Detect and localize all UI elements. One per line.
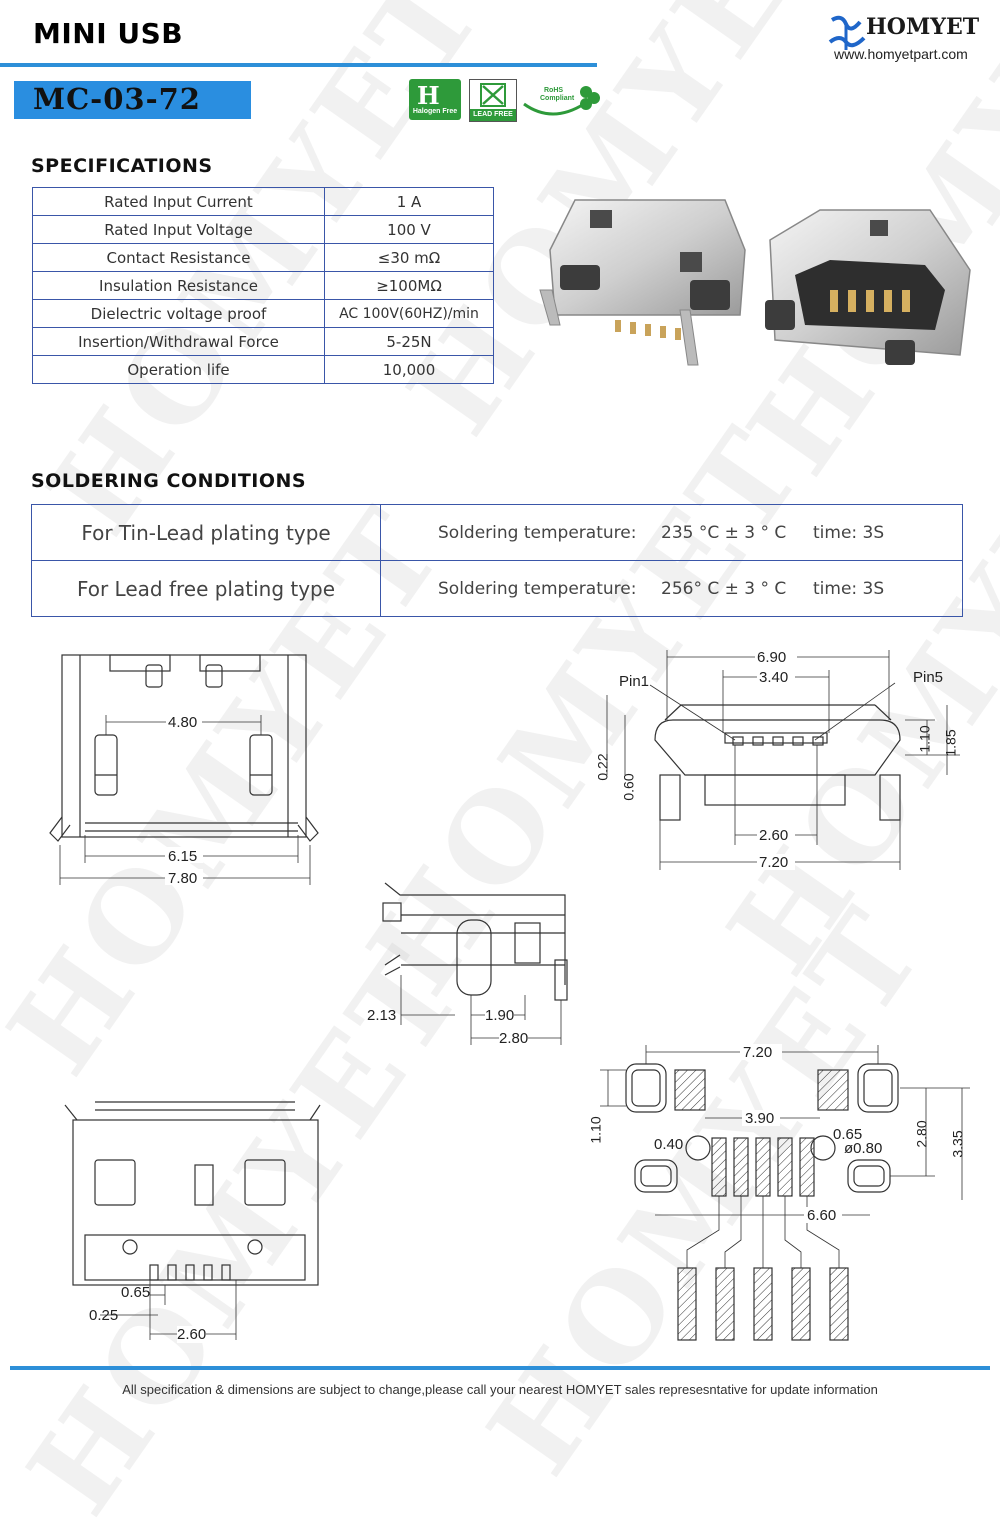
table-row: For Lead free plating type Soldering tem… (31, 560, 963, 617)
front-view-drawing: 6.90 3.40 Pin1 Pin5 2.60 7.20 0.22 0.60 … (595, 645, 975, 875)
spec-value: 100 V (324, 215, 494, 244)
soldering-value: Soldering temperature: 235 °C ± 3 ° C time… (380, 504, 963, 561)
model-number: MC-03-72 (33, 82, 201, 116)
dimension-label: 1.85 (942, 729, 959, 757)
spec-name: Operation life (32, 355, 325, 384)
dimension-label: 0.25 (89, 1307, 119, 1324)
dimension-label: 7.20 (759, 854, 789, 871)
dimension-label: 2.13 (367, 1007, 397, 1024)
dimension-label: ø0.80 (844, 1140, 883, 1157)
halogen-free-icon: H (417, 81, 440, 110)
table-row: Insulation Resistance≥100MΩ (32, 271, 494, 300)
dimension-label: 1.10 (587, 1116, 604, 1144)
dimension-label: 7.20 (743, 1044, 773, 1061)
soldering-temp: 256° C ± 3 ° C (661, 578, 787, 599)
dimension-label: 7.80 (168, 870, 198, 887)
lead-free-label: LEAD FREE (470, 109, 516, 121)
spec-name: Contact Resistance (32, 243, 325, 272)
dimension-label: 2.80 (913, 1120, 930, 1148)
spec-name: Insertion/Withdrawal Force (32, 327, 325, 356)
pin1-label: Pin1 (619, 673, 650, 690)
header-rule (0, 63, 597, 67)
rohs-badge: RoHS Compliant (522, 80, 602, 120)
lead-free-icon (480, 83, 506, 107)
dimension-label: 1.10 (916, 725, 933, 753)
soldering-label: Soldering temperature: (438, 522, 637, 543)
side-view-drawing: 2.13 1.90 2.80 (365, 875, 585, 1055)
dimension-label: 0.22 (594, 753, 611, 781)
brand-name: HOMYET (866, 14, 980, 40)
soldering-table: For Tin-Lead plating type Soldering temp… (31, 504, 963, 617)
dimension-label: 4.80 (168, 714, 198, 731)
dimension-label: 0.60 (620, 773, 637, 801)
dimension-label: 6.60 (807, 1207, 837, 1224)
footer-rule (10, 1366, 990, 1370)
top-view-drawing: 4.80 6.15 7.80 (40, 645, 330, 895)
product-photo (530, 180, 980, 390)
dimension-label: 6.15 (168, 848, 198, 865)
soldering-temp: 235 °C ± 3 ° C (661, 522, 787, 543)
brand-website[interactable]: www.homyetpart.com (834, 46, 968, 62)
dimension-label: 3.40 (759, 669, 789, 686)
dimension-label: 2.60 (759, 827, 789, 844)
dimension-label: 0.65 (121, 1284, 151, 1301)
lead-free-badge: LEAD FREE (469, 79, 517, 122)
spec-name: Dielectric voltage proof (32, 299, 325, 328)
dimension-label: 2.60 (177, 1326, 207, 1343)
halogen-free-badge: H Halogen Free (409, 79, 461, 120)
spec-value: 5-25N (324, 327, 494, 356)
rohs-label-bottom: Compliant (540, 95, 575, 102)
rohs-clover-icon (523, 86, 600, 116)
spec-value: 10,000 (324, 355, 494, 384)
rohs-label-top: RoHS (544, 87, 564, 94)
dimension-label: 3.90 (745, 1110, 775, 1127)
dimension-label: 1.90 (485, 1007, 515, 1024)
page-title: MINI USB (33, 17, 184, 50)
soldering-time: time: 3S (813, 578, 885, 599)
soldering-type: For Tin-Lead plating type (31, 504, 381, 561)
model-banner: MC-03-72 (14, 81, 251, 119)
spec-name: Insulation Resistance (32, 271, 325, 300)
spec-name: Rated Input Voltage (32, 215, 325, 244)
dimension-label: 3.35 (949, 1130, 966, 1158)
spec-value: 1 A (324, 187, 494, 216)
spec-name: Rated Input Current (32, 187, 325, 216)
bottom-view-drawing: 0.65 0.25 2.60 (55, 1090, 355, 1355)
soldering-label: Soldering temperature: (438, 578, 637, 599)
spec-value: AC 100V(60HZ)/min (324, 299, 494, 328)
pin5-label: Pin5 (913, 669, 944, 686)
spec-value: ≥100MΩ (324, 271, 494, 300)
connector-illustration (539, 199, 971, 366)
soldering-heading: SOLDERING CONDITIONS (31, 470, 307, 492)
specifications-heading: SPECIFICATIONS (31, 155, 213, 177)
brand-logo-icon (828, 15, 866, 50)
dimension-label: 2.80 (499, 1030, 529, 1047)
soldering-value: Soldering temperature: 256° C ± 3 ° C time… (380, 560, 963, 617)
soldering-time: time: 3S (813, 522, 885, 543)
pcb-layout-drawing: 7.20 3.90 0.40 0.65 ø0.80 1.10 2.80 3.35… (587, 1040, 980, 1355)
brand-logo: HOMYET www.homyetpart.com (822, 8, 992, 64)
spec-value: ≤30 mΩ (324, 243, 494, 272)
soldering-type: For Lead free plating type (31, 560, 381, 617)
dimension-label: 6.90 (757, 649, 787, 666)
halogen-free-label: Halogen Free (412, 108, 458, 115)
dimension-label: 0.40 (654, 1136, 684, 1153)
table-row: For Tin-Lead plating type Soldering temp… (31, 504, 963, 561)
footer-disclaimer: All specification & dimensions are subje… (122, 1382, 878, 1397)
table-row: Contact Resistance≤30 mΩ (32, 243, 494, 272)
dimension-label: 0.65 (833, 1126, 863, 1143)
